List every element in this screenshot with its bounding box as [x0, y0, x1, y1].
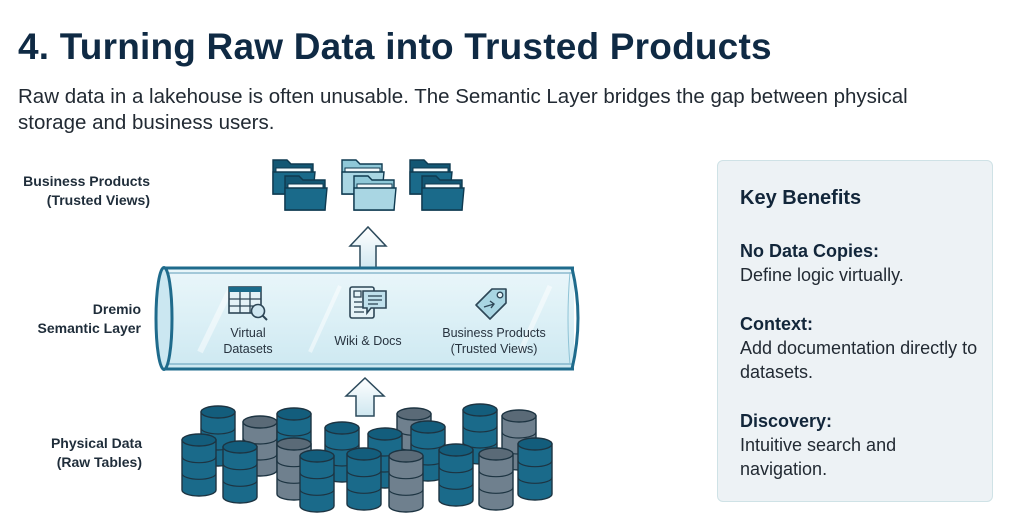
semantic-item-business-products: Business Products (Trusted Views) [442, 326, 546, 356]
page-title: 4. Turning Raw Data into Trusted Product… [18, 26, 772, 67]
benefit-discovery: Discovery: Intuitive search and navigati… [740, 411, 897, 479]
table-search-icon [228, 286, 268, 321]
folder-group [272, 159, 465, 211]
folder-icon [421, 175, 465, 211]
folder-icon [284, 175, 328, 211]
database-icon [388, 449, 424, 513]
benefit-no-data-copies: No Data Copies: Define logic virtually. [740, 241, 904, 285]
wiki-docs-icon [349, 286, 387, 319]
database-icon [181, 433, 217, 497]
label-semantic-layer: Dremio Semantic Layer [37, 301, 142, 336]
database-icon [438, 443, 474, 507]
database-icon [299, 449, 335, 513]
benefit-context: Context: Add documentation directly to d… [740, 314, 978, 382]
database-icon [222, 440, 258, 504]
database-group [181, 403, 553, 513]
database-icon [517, 437, 553, 501]
folder-icon [353, 175, 397, 211]
database-icon [346, 447, 382, 511]
arrow-up-bottom [344, 376, 386, 417]
key-benefits-panel: Key Benefits No Data Copies: Define logi… [717, 160, 993, 502]
key-benefits-title: Key Benefits [740, 187, 862, 209]
label-business-products: Business Products (Trusted Views) [23, 173, 150, 208]
label-physical-data: Physical Data (Raw Tables) [50, 435, 142, 470]
page-subtitle: Raw data in a lakehouse is often unusabl… [18, 85, 908, 134]
arrow-up-top [348, 225, 388, 271]
database-icon [478, 447, 514, 511]
semantic-item-virtual-datasets: Virtual Datasets [223, 326, 273, 356]
semantic-item-wiki-docs: Wiki & Docs [334, 334, 402, 348]
tag-icon [475, 288, 507, 320]
